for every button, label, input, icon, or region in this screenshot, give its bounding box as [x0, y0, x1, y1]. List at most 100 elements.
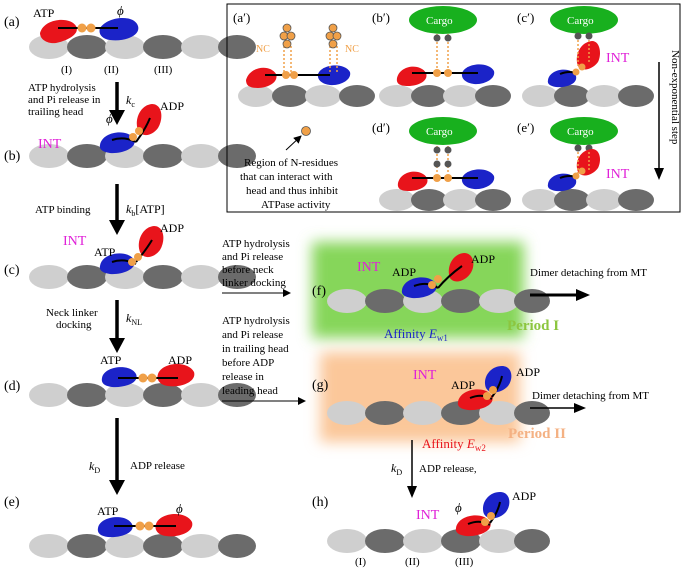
panel-f: (f) INT ADP ADP Affinity Ew1 Period I Di… — [312, 242, 647, 343]
cargo-c-prime — [550, 6, 618, 34]
nuc-h-left: ϕ — [455, 500, 462, 515]
legend-line3: head and thus inhibit — [246, 185, 338, 197]
legend-n-residue-icon — [301, 126, 311, 136]
trans-d-g-line3: in trailing head — [222, 343, 289, 355]
site-a-2: (II) — [104, 64, 119, 76]
cargo-label-d-prime: Cargo — [426, 126, 453, 138]
cargo-d-prime — [409, 117, 477, 145]
rate-c-d: kNL — [126, 311, 142, 327]
inset-label-e-prime: (e′) — [517, 120, 534, 135]
trans-a-b-line1: ATP hydrolysis — [28, 82, 96, 94]
panel-b: (b) INT ϕ ADP — [4, 99, 256, 168]
affinity-g: Affinity Ew2 — [422, 436, 486, 453]
nuc-c-right: ADP — [160, 221, 184, 235]
site-a-1: (I) — [61, 64, 72, 76]
inset-nc-left: NC — [256, 44, 270, 55]
arrow-b-c: ATP binding kb[ATP] — [35, 184, 165, 235]
site-h-2: (II) — [405, 556, 420, 568]
non-exponential-arrow: Non-exponential step — [654, 50, 681, 180]
period-2-label: Period II — [508, 426, 566, 442]
panel-h: (h) INT ϕ ADP (I) (II) (III) — [312, 489, 550, 568]
trans-a-b-line3: trailing head — [28, 106, 84, 118]
arrow-d-g: ATP hydrolysis and Pi release in trailin… — [222, 315, 306, 405]
inset-d-prime: (d′) Cargo — [372, 117, 511, 211]
panel-label-g: (g) — [312, 378, 329, 393]
microtubule-e — [29, 534, 256, 558]
panel-label-a: (a) — [4, 15, 20, 30]
trans-c-f-line2: and Pi release — [222, 251, 283, 263]
neck-e1 — [135, 521, 145, 531]
trans-c-f-line4: linker docking — [222, 277, 286, 289]
panel-d: (d) ATP ADP — [4, 353, 256, 407]
blue-head-b — [99, 132, 135, 154]
arrow-c-d: Neck linker docking kNL — [46, 300, 142, 353]
trans-d-e-line1: ADP release — [130, 460, 185, 472]
inset-b-prime: (b′) Cargo — [372, 6, 511, 107]
nuc-g-left: ADP — [451, 378, 475, 392]
panel-label-c: (c) — [4, 263, 20, 278]
nuc-d-right: ADP — [168, 353, 192, 367]
panel-label-h: (h) — [312, 495, 329, 510]
trans-d-g-line1: ATP hydrolysis — [222, 315, 290, 327]
nuc-g-right: ADP — [516, 365, 540, 379]
neck-d2 — [147, 373, 157, 383]
nuc-f-right: ADP — [471, 252, 495, 266]
blue-head-e — [97, 517, 133, 538]
int-e-prime: INT — [606, 167, 630, 182]
cargo-label-b-prime: Cargo — [426, 15, 453, 27]
nuc-b-right: ADP — [160, 99, 184, 113]
trans-b-c-line1: ATP binding — [35, 204, 91, 216]
detach-f: Dimer detaching from MT — [530, 267, 647, 279]
neck-b2 — [135, 127, 143, 135]
neck-c1 — [128, 258, 136, 266]
rate-b-c: kb[ATP] — [126, 202, 165, 218]
nuc-b-left: ϕ — [106, 111, 113, 126]
site-h-1: (I) — [355, 556, 366, 568]
inset-nc-right: NC — [345, 44, 359, 55]
rate-g-h: kD — [391, 461, 402, 477]
microtubule-c — [29, 265, 256, 289]
period-1-label: Period I — [507, 318, 559, 334]
nuc-c-left: ATP — [94, 245, 116, 259]
int-h: INT — [416, 508, 440, 523]
arrow-g-h: kD ADP release, — [391, 440, 477, 498]
microtubule-b — [29, 144, 256, 168]
affinity-f: Affinity Ew1 — [384, 326, 448, 343]
trans-c-f-line3: before neck — [222, 264, 274, 276]
int-c-prime: INT — [606, 51, 630, 66]
inset-label-b-prime: (b′) — [372, 10, 390, 25]
microtubule-f — [327, 289, 550, 313]
red-head-a — [40, 19, 77, 44]
nuc-e-right: ϕ — [176, 501, 183, 516]
trans-a-b-line2: and Pi release in — [28, 94, 101, 106]
neck-b1 — [129, 133, 137, 141]
nuc-d-left: ATP — [100, 353, 122, 367]
panel-e: (e) ATP ϕ — [4, 495, 256, 558]
inset-a-blue-head — [317, 65, 351, 86]
panel-label-d: (d) — [4, 379, 21, 394]
red-head-d — [157, 363, 195, 387]
inset-box: (a′) NC NC Region of — [226, 3, 681, 213]
cargo-label-c-prime: Cargo — [567, 15, 594, 27]
trans-c-d-line2: docking — [56, 319, 92, 331]
nuc-h-right: ADP — [512, 489, 536, 503]
cargo-b-prime — [409, 6, 477, 34]
trans-d-g-line2: and Pi release — [222, 329, 283, 341]
nuc-f-left: ADP — [392, 265, 416, 279]
arrow-c-f: ATP hydrolysis and Pi release before nec… — [222, 238, 291, 297]
rate-a-b: kc — [126, 93, 135, 109]
panel-c: (c) INT ATP ADP — [4, 221, 256, 289]
blue-head-a — [99, 17, 139, 41]
trans-d-g-line6: leading head — [222, 385, 278, 397]
rate-d-e: kD — [89, 459, 100, 475]
inset-e-prime: (e′) Cargo INT — [517, 117, 654, 211]
panel-a: (a) ATP ϕ (I) (II) (III) — [4, 3, 256, 76]
trans-c-f-line1: ATP hydrolysis — [222, 238, 290, 250]
legend-line1: Region of N-residues — [244, 157, 338, 169]
inset-c-prime: (c′) Cargo INT — [517, 6, 654, 107]
neck-a1 — [77, 23, 87, 33]
int-c: INT — [63, 234, 87, 249]
microtubule-a — [29, 35, 256, 59]
detach-g: Dimer detaching from MT — [532, 390, 649, 402]
trans-d-g-line4: before ADP — [222, 357, 274, 369]
